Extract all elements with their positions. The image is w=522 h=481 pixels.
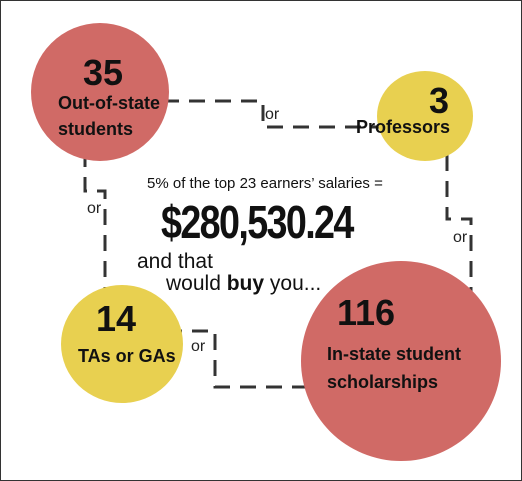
salary-caption: 5% of the top 23 earners’ salaries =: [147, 175, 383, 192]
tas-gas-count: 14: [96, 298, 137, 339]
or-label-right: or: [453, 229, 468, 246]
salary-amount: $280,530.24: [161, 196, 354, 248]
professors-label: Professors: [356, 117, 451, 137]
or-label-bottom: or: [191, 338, 206, 355]
connector-top: [163, 99, 391, 129]
bubble-in-state: [301, 261, 501, 461]
in-state-count: 116: [337, 292, 396, 333]
out-of-state-label-line1: Out-of-state: [58, 93, 160, 113]
or-label-top: or: [265, 106, 280, 123]
buy-word: buy: [226, 272, 265, 295]
in-state-label-line1: In-state student: [327, 344, 462, 364]
professors-count: 3: [429, 80, 450, 121]
out-of-state-label-line2: students: [58, 119, 134, 139]
bubble-professors: [377, 71, 473, 161]
buy-line-2: would buy you...: [166, 273, 321, 295]
connector-bottom: [166, 329, 311, 389]
bubble-tas-gas: [61, 285, 183, 403]
buy-line-2-pre: would: [166, 272, 221, 295]
tas-gas-label: TAs or GAs: [78, 346, 176, 366]
in-state-label-line2: scholarships: [327, 372, 439, 392]
bubble-out-of-state: [31, 23, 169, 161]
or-label-left: or: [87, 200, 102, 217]
connector-left: [83, 151, 107, 301]
buy-line-2-post: you...: [269, 272, 322, 295]
buy-line-1: and that: [137, 250, 213, 273]
out-of-state-count: 35: [83, 52, 124, 93]
